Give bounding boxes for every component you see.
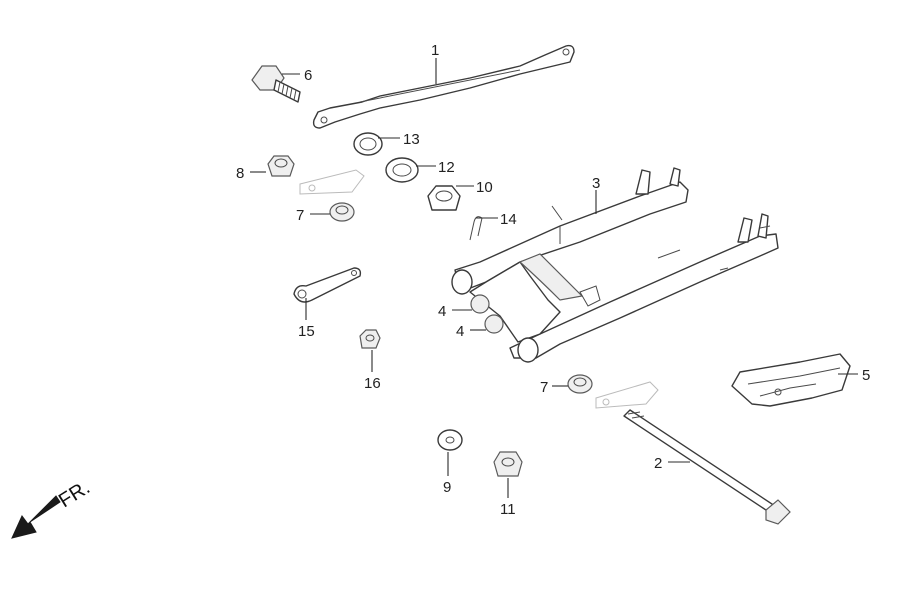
callout-5: 5 [862, 367, 870, 384]
callout-10: 10 [476, 179, 493, 196]
part-4-bushing-a[interactable] [470, 294, 490, 314]
part-1-torque-rod[interactable] [312, 44, 575, 129]
part-7-collar-lower[interactable] [567, 374, 593, 394]
part-16-nut[interactable] [359, 329, 381, 349]
part-14-cotter-pin[interactable] [469, 216, 483, 241]
leader-lines [250, 58, 858, 498]
part-7-collar-upper[interactable] [329, 202, 355, 222]
callout-4b: 4 [456, 323, 464, 340]
part-10-axle-nut[interactable] [427, 185, 461, 211]
part-3-swingarm[interactable] [451, 167, 779, 363]
callout-8: 8 [236, 165, 244, 182]
adjuster-plate-upper [299, 169, 365, 195]
callout-12: 12 [438, 159, 455, 176]
callout-3: 3 [592, 175, 600, 192]
callout-2: 2 [654, 455, 662, 472]
callout-16: 16 [364, 375, 381, 392]
callout-labels: 1 6 13 8 12 10 7 14 3 4 4 15 16 7 5 2 9 … [236, 42, 870, 518]
callout-14: 14 [500, 211, 517, 228]
part-6-bolt[interactable] [251, 65, 301, 103]
part-4-bushing-b[interactable] [484, 314, 504, 334]
part-5-chain-guide[interactable] [731, 353, 851, 407]
front-label: FR. [55, 477, 94, 513]
callout-6: 6 [304, 67, 312, 84]
callout-7a: 7 [296, 207, 304, 224]
callout-1: 1 [431, 42, 439, 59]
part-11-nut[interactable] [493, 451, 523, 477]
part-2-axle[interactable] [623, 409, 791, 525]
callout-7b: 7 [540, 379, 548, 396]
part-12-washer[interactable] [385, 157, 419, 183]
part-8-nut[interactable] [267, 155, 295, 177]
part-9-washer[interactable] [437, 429, 463, 451]
arrow-down-left-icon [11, 495, 61, 539]
part-15-link-plate[interactable] [293, 267, 362, 303]
callout-11: 11 [500, 501, 516, 518]
callout-13: 13 [403, 131, 420, 148]
part-13-spring-washer[interactable] [353, 132, 383, 156]
callout-9: 9 [443, 479, 451, 496]
callout-15: 15 [298, 323, 315, 340]
callout-4a: 4 [438, 303, 446, 320]
front-direction-indicator: FR. [11, 477, 94, 539]
adjuster-plate-lower [595, 381, 659, 409]
